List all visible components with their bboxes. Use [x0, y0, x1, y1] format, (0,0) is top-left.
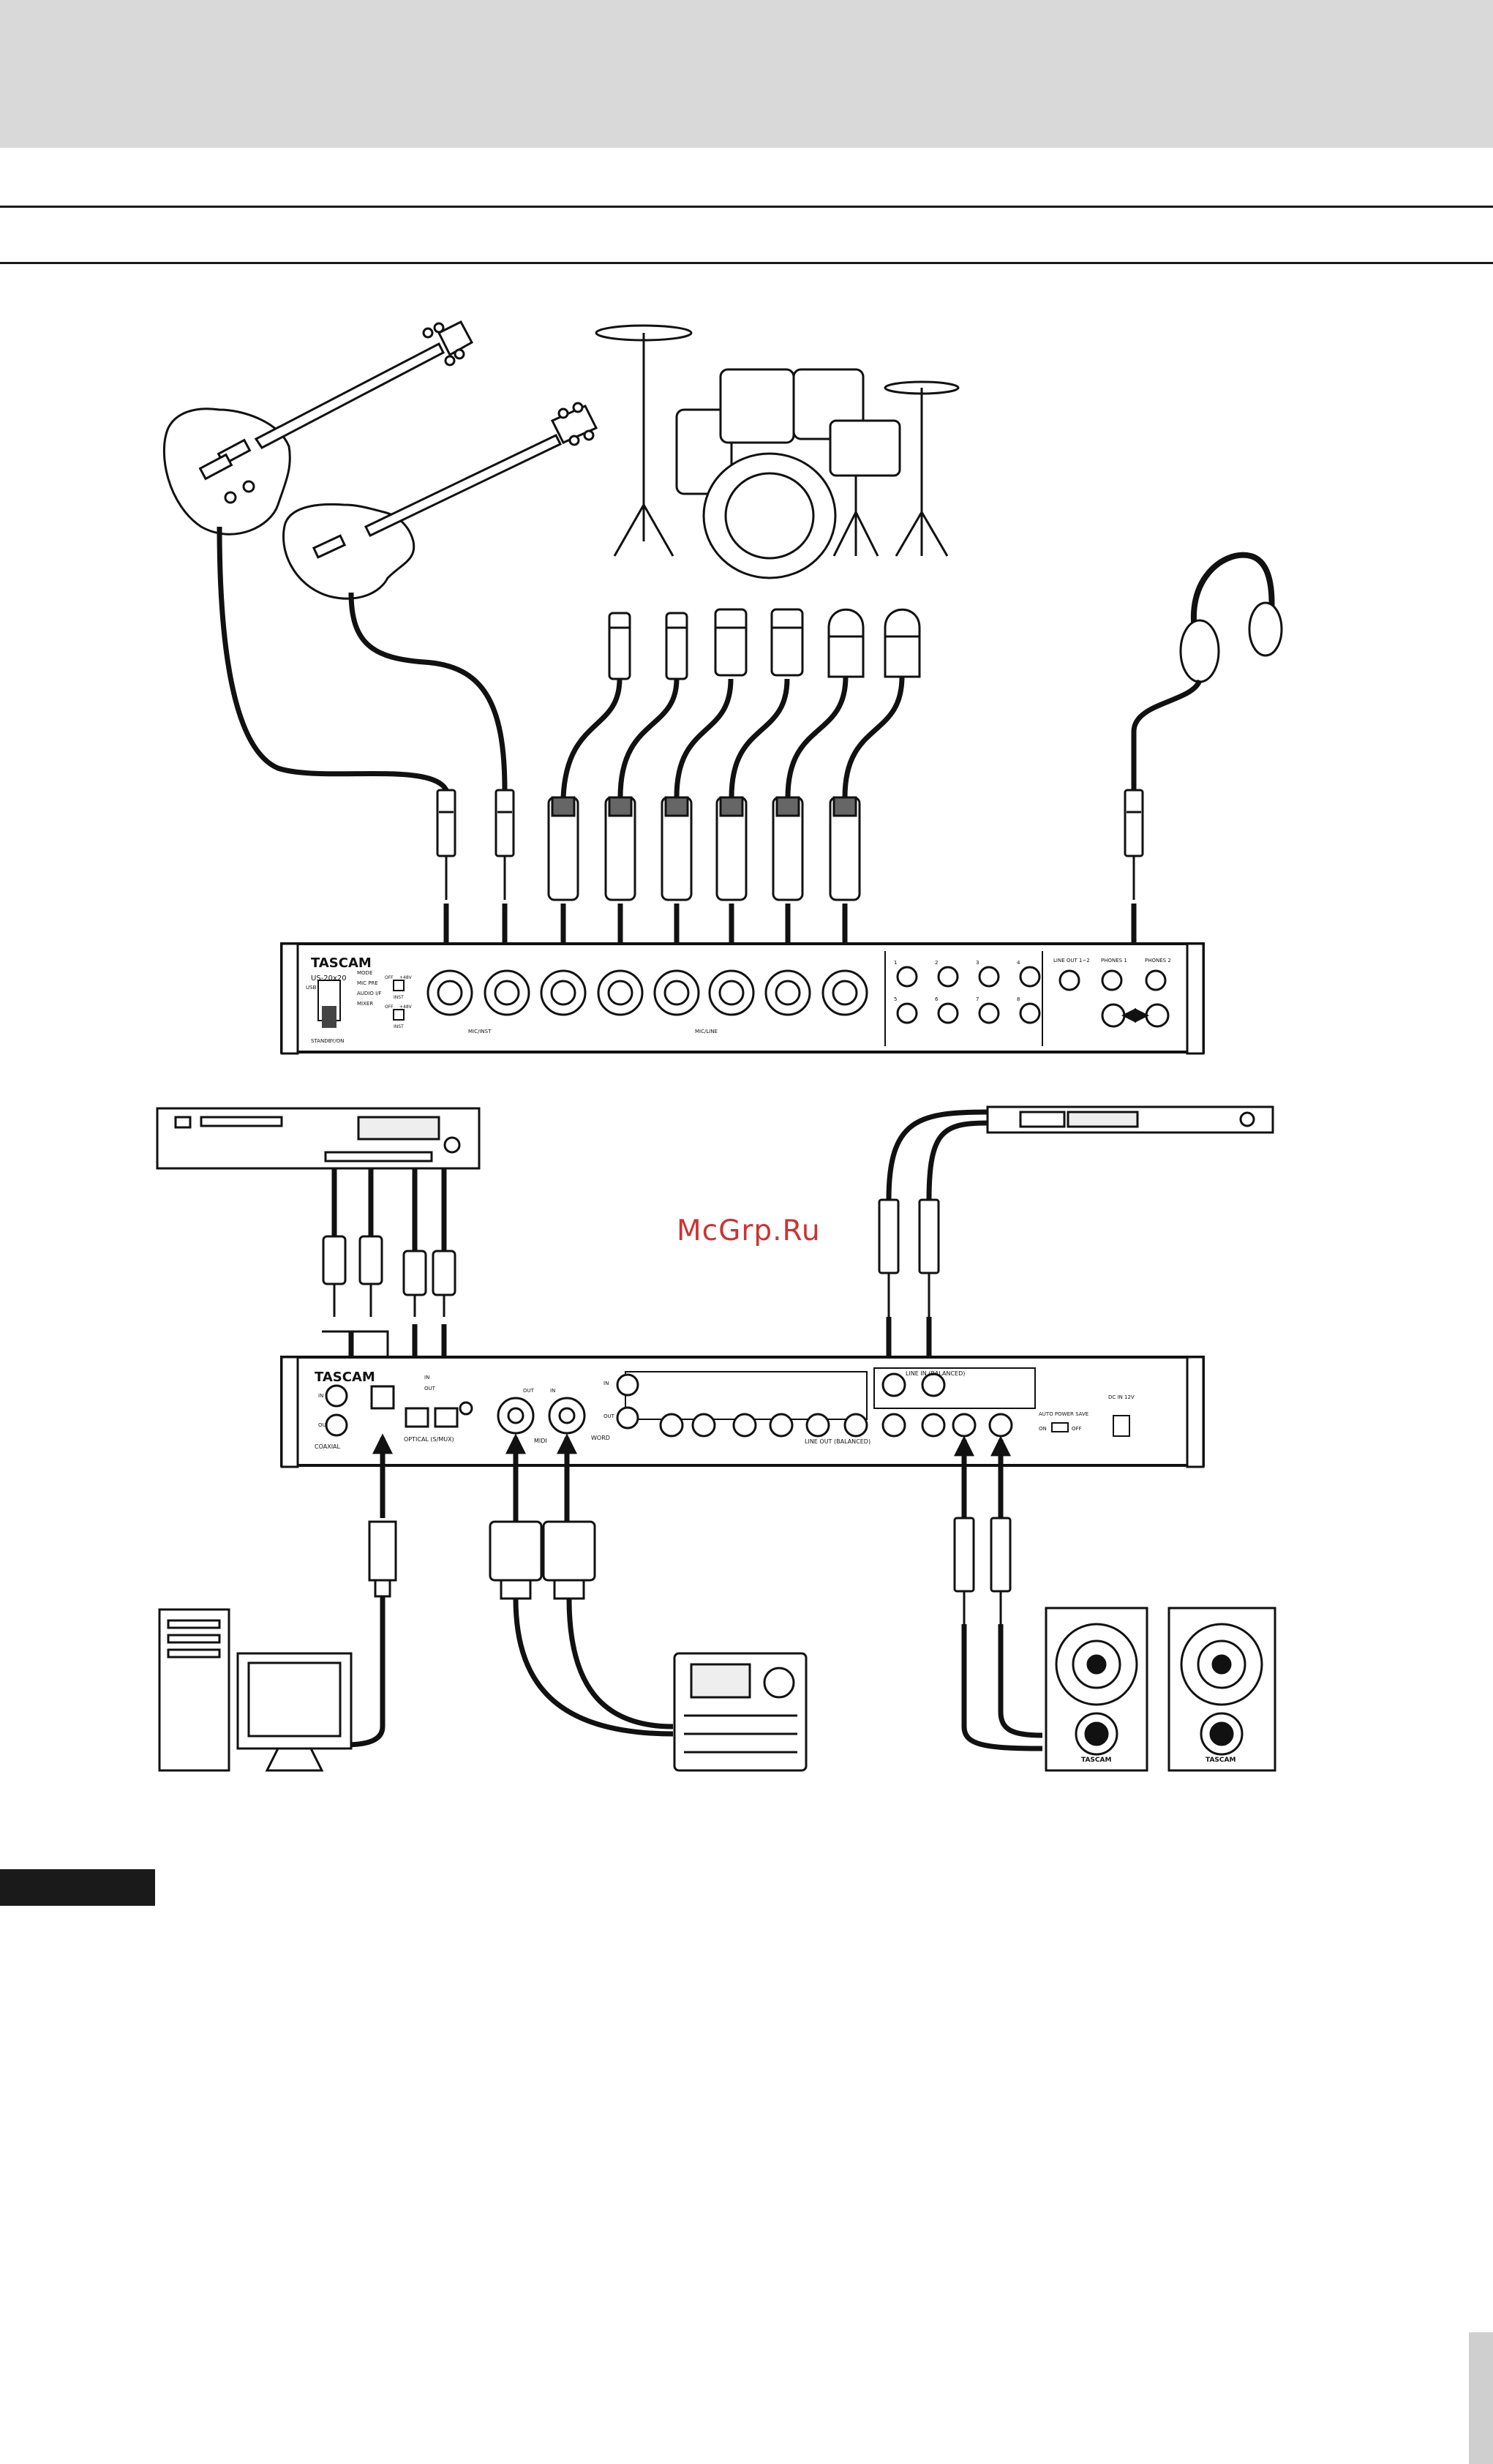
side-tab — [1469, 2332, 1493, 2464]
usb-plug — [368, 1520, 397, 1598]
channel-6: 6 — [935, 996, 939, 1002]
mode-label: MODE — [357, 970, 372, 976]
mode-mixer: MIXER — [357, 1001, 373, 1007]
header-band — [0, 0, 1493, 148]
dc-in-label: DC IN 12V — [1108, 1394, 1135, 1400]
digital-out-label: OUT — [318, 1422, 330, 1428]
phones1-jack — [1101, 1003, 1126, 1028]
power-save-switch — [1051, 1422, 1069, 1432]
mode-mic-pre: MIC PRE — [357, 980, 378, 986]
computer-icon — [158, 1608, 353, 1772]
midi-port — [497, 1397, 586, 1435]
coaxial-label: COAXIAL — [315, 1443, 341, 1450]
drum-machine-icon — [673, 1652, 808, 1772]
switch-48v-2: +48V — [399, 1004, 413, 1010]
switch-inst-1: INST — [394, 995, 404, 1000]
microphone-cables — [560, 676, 905, 798]
word-clock-jack — [616, 1373, 639, 1430]
trs-plugs-rack — [878, 1198, 940, 1317]
line-out-jack — [659, 1413, 868, 1438]
word-in-label: IN — [603, 1381, 609, 1386]
electric-guitar-icon — [162, 320, 474, 536]
headphones-icon — [1179, 552, 1283, 683]
channel-4: 4 — [1017, 960, 1020, 966]
cd-player-icon — [156, 1107, 481, 1170]
midi-cables — [513, 1598, 674, 1737]
watermark: McGrp.Ru — [677, 1214, 821, 1247]
microphone-icon — [608, 608, 921, 680]
rca-plugs — [322, 1235, 456, 1317]
switch-48v-1: +48V — [399, 975, 413, 980]
standby-label: STANDBY/ON — [311, 1038, 344, 1044]
switch-inst-2: INST — [394, 1024, 404, 1029]
section-rule — [0, 262, 1493, 264]
phones2-label: PHONES 2 — [1145, 958, 1171, 964]
front-model: US-20x20 — [311, 974, 347, 983]
channel-5: 5 — [894, 996, 897, 1002]
midi-label: MIDI — [534, 1438, 547, 1444]
auto-power-save-label: AUTO POWER SAVE — [1039, 1411, 1088, 1417]
switch-off-2: OFF — [385, 1004, 394, 1010]
mic-line-label: MIC/LINE — [695, 1029, 718, 1034]
connection-diagram: TASCAM US-20x20 MODE MIC PRE AUDIO I/F M… — [156, 320, 1283, 1772]
cd-player-cables — [331, 1168, 447, 1251]
power-save-on-label: ON — [1039, 1426, 1047, 1432]
mic-inst-label: MIC/INST — [468, 1029, 492, 1034]
digital-in-label: IN — [318, 1393, 323, 1399]
rear-jack — [325, 1384, 473, 1437]
monitor-speaker-icon — [1045, 1607, 1276, 1772]
gain-knob — [896, 966, 1041, 1024]
word-label: WORD — [591, 1435, 610, 1441]
speaker-brand-right: TASCAM — [1206, 1757, 1236, 1764]
top-rule — [0, 206, 1493, 208]
midi-in-label: IN — [550, 1388, 555, 1394]
phones2-knob — [1145, 969, 1167, 991]
line-out-knob — [1058, 969, 1080, 991]
speaker-cables — [961, 1624, 1043, 1751]
switch-off-1: OFF — [385, 975, 394, 980]
front-input-plugs — [436, 789, 1144, 901]
trs-plugs-speakers — [953, 1517, 1012, 1624]
midi-plugs — [489, 1520, 596, 1600]
channel-2: 2 — [935, 960, 938, 966]
line-out-balanced-label: LINE OUT (BALANCED) — [805, 1438, 870, 1445]
optical-label: OPTICAL (S/MUX) — [404, 1436, 454, 1443]
section-tab — [0, 1869, 155, 1906]
midi-out-label: OUT — [523, 1388, 535, 1394]
optical-in-label: IN — [424, 1375, 429, 1381]
phones1-label: PHONES 1 — [1101, 958, 1127, 964]
channel-7: 7 — [976, 996, 979, 1002]
phones2-jack — [1145, 1003, 1170, 1028]
channel-8: 8 — [1017, 996, 1020, 1002]
rear-arrows-bottom — [372, 1433, 1011, 1525]
speaker-brand-left: TASCAM — [1081, 1757, 1111, 1764]
rear-brand: TASCAM — [315, 1370, 375, 1385]
rack-effects-icon — [986, 1105, 1274, 1134]
drum-kit-icon — [595, 324, 960, 579]
rack-effects-cables — [886, 1109, 988, 1201]
dc-in-jack — [1113, 1415, 1130, 1437]
headphone-cable — [1131, 679, 1203, 797]
usb-label: USB — [306, 985, 317, 991]
bass-guitar-icon — [282, 402, 598, 600]
guitar-cables — [217, 526, 508, 792]
power-save-off-label: OFF — [1072, 1426, 1082, 1432]
phones1-knob — [1101, 969, 1123, 991]
channel-3: 3 — [976, 960, 979, 966]
channel-1: 1 — [894, 960, 897, 966]
line-out-label: LINE OUT 1~2 — [1053, 958, 1090, 964]
combo-jack — [426, 969, 868, 1016]
mode-audio-if: AUDIO I/F — [357, 991, 382, 996]
line-in-label: LINE IN (BALANCED) — [906, 1370, 965, 1377]
word-out-label: OUT — [603, 1413, 615, 1419]
front-brand: TASCAM — [311, 955, 372, 971]
optical-out-label: OUT — [424, 1386, 436, 1391]
